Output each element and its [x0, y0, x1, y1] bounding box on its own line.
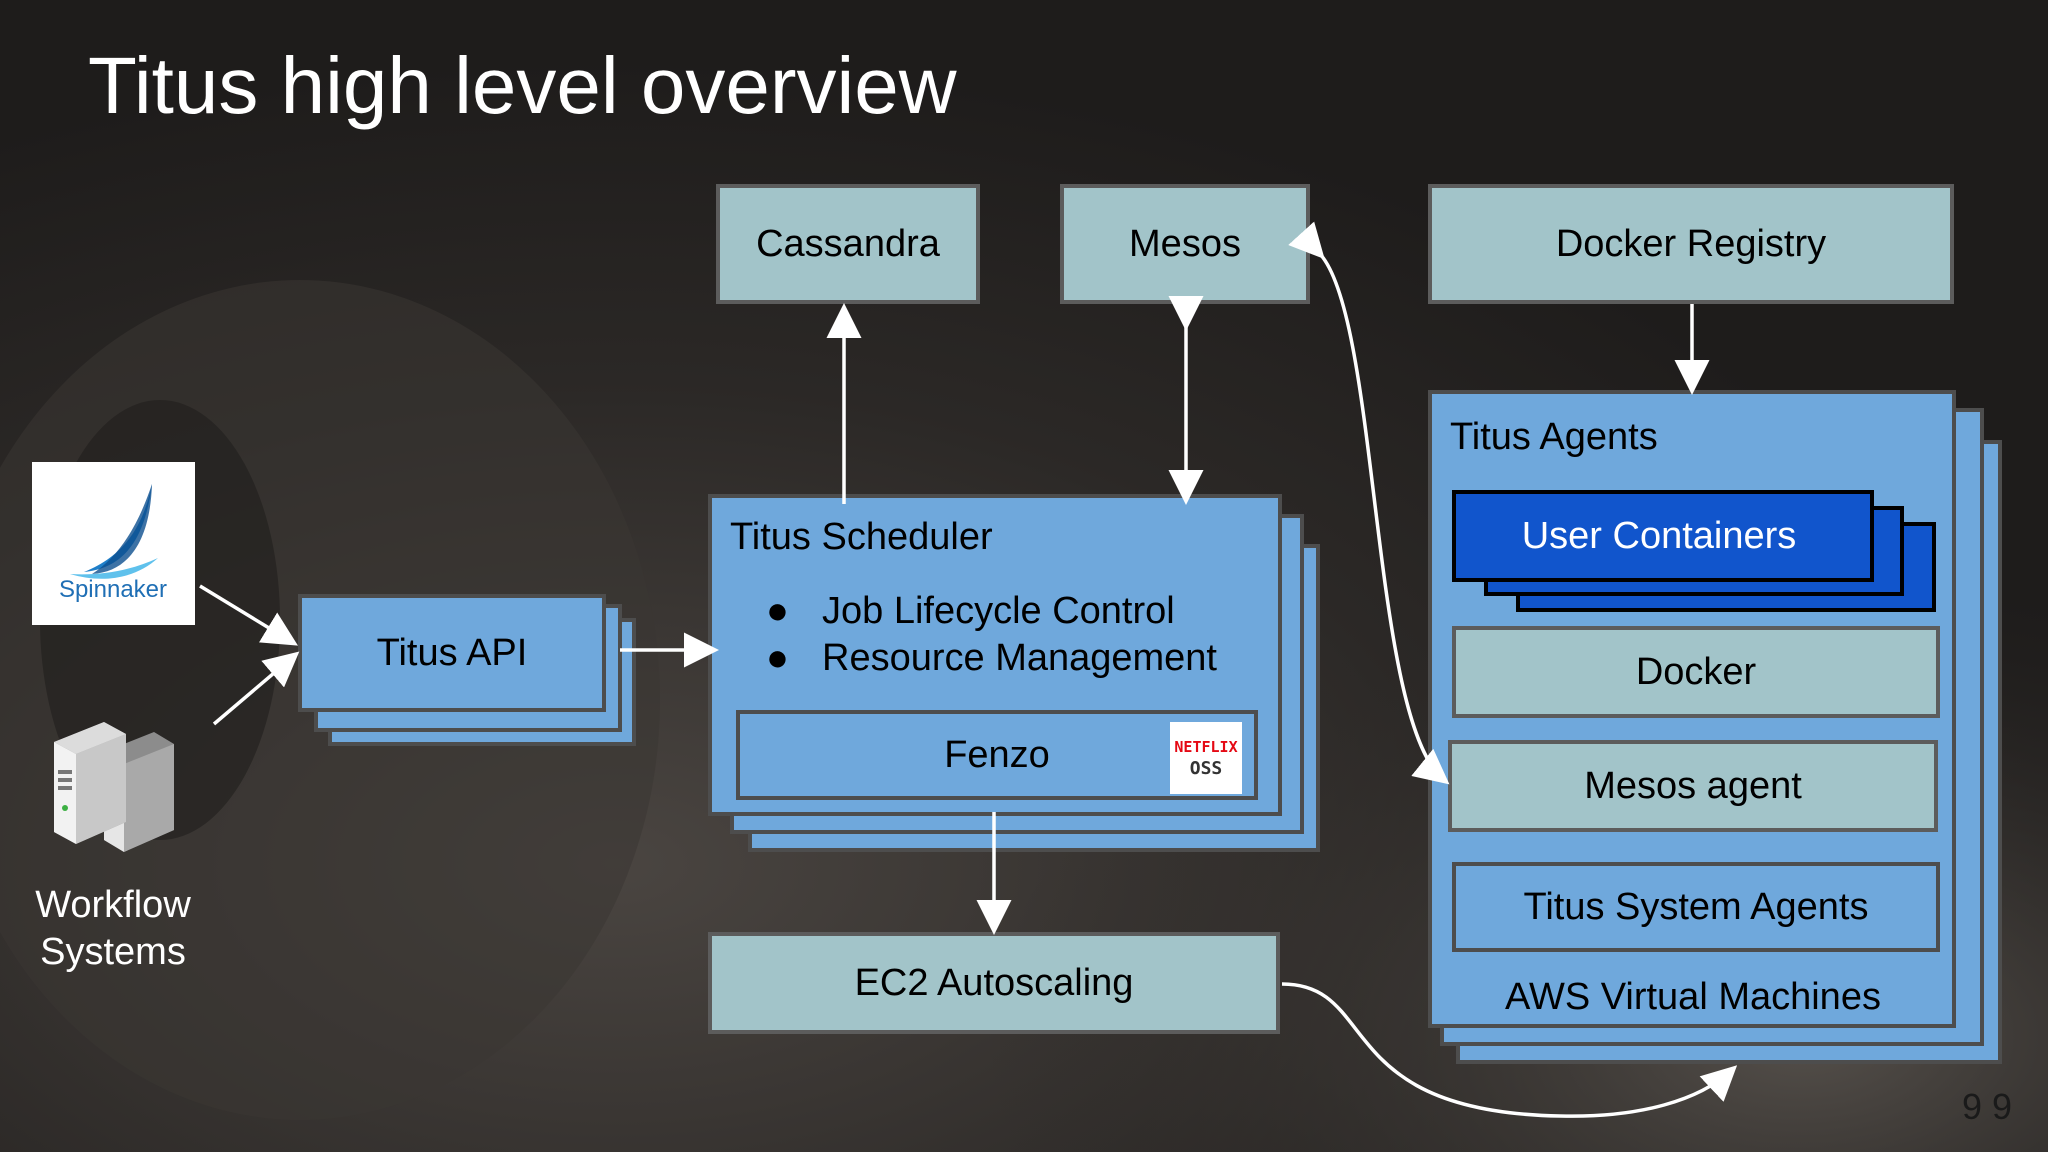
scheduler-title: Titus Scheduler	[730, 516, 993, 558]
ec2-autoscaling-label: EC2 Autoscaling	[854, 961, 1134, 1004]
ec2-autoscaling-box: EC2 Autoscaling	[708, 932, 1280, 1034]
bullet-item: ● Resource Management	[738, 635, 1217, 682]
arrow-mesos-to-mesos-agent	[1288, 221, 1450, 785]
aws-vms-label: AWS Virtual Machines	[1505, 976, 1881, 1018]
titus-api-label: Titus API	[376, 631, 528, 674]
netflix-logo-text: NETFLIX	[1174, 738, 1238, 756]
titus-agents-box: Titus Agents User Containers Docker Meso…	[1428, 390, 1956, 1028]
titus-scheduler-box: Titus Scheduler ● Job Lifecycle Control …	[708, 494, 1282, 816]
spinnaker-logo: Spinnaker	[32, 462, 195, 625]
sail-icon: Spinnaker	[59, 484, 167, 603]
titus-api-box: Titus API	[298, 594, 606, 712]
scheduler-bullets: ● Job Lifecycle Control ● Resource Manag…	[738, 588, 1217, 682]
mesos-box: Mesos	[1060, 184, 1310, 304]
mesos-agent-label: Mesos agent	[1584, 764, 1802, 807]
titus-system-agents-label: Titus System Agents	[1523, 885, 1869, 928]
netflix-oss-logo: NETFLIX OSS	[1170, 722, 1242, 794]
mesos-agent-box: Mesos agent	[1448, 740, 1938, 832]
bullet-dot: ●	[766, 590, 789, 632]
arrow-workflow-to-api	[212, 651, 300, 726]
docker-box: Docker	[1452, 626, 1940, 718]
mesos-label: Mesos	[1129, 222, 1241, 265]
cassandra-label: Cassandra	[756, 222, 940, 265]
cassandra-box: Cassandra	[716, 184, 980, 304]
oss-logo-text: OSS	[1189, 758, 1223, 779]
docker-registry-box: Docker Registry	[1428, 184, 1954, 304]
spinnaker-logo-text: Spinnaker	[59, 576, 167, 603]
slide-title: Titus high level overview	[88, 41, 957, 130]
docker-label: Docker	[1635, 650, 1757, 693]
bullet-item: ● Job Lifecycle Control	[738, 588, 1217, 635]
bullet-dot: ●	[766, 637, 789, 679]
agents-title: Titus Agents	[1450, 416, 1658, 458]
user-containers-box: User Containers	[1452, 490, 1874, 582]
server-icon	[54, 722, 174, 852]
titus-system-agents-box: Titus System Agents	[1452, 862, 1940, 952]
user-containers-label: User Containers	[1521, 514, 1797, 557]
docker-registry-label: Docker Registry	[1555, 222, 1827, 265]
bullet-text: Job Lifecycle Control	[822, 590, 1175, 632]
page-number: 9 9	[1962, 1086, 2013, 1127]
arrow-spinnaker-to-api	[199, 584, 298, 646]
workflow-label-line2: Systems	[40, 931, 186, 973]
arrow-ec2-to-agents	[1281, 982, 1738, 1118]
workflow-systems-label: Workflow Systems	[0, 882, 226, 976]
fenzo-label: Fenzo	[944, 733, 1050, 776]
workflow-label-line1: Workflow	[35, 884, 191, 926]
bullet-text: Resource Management	[822, 637, 1217, 679]
